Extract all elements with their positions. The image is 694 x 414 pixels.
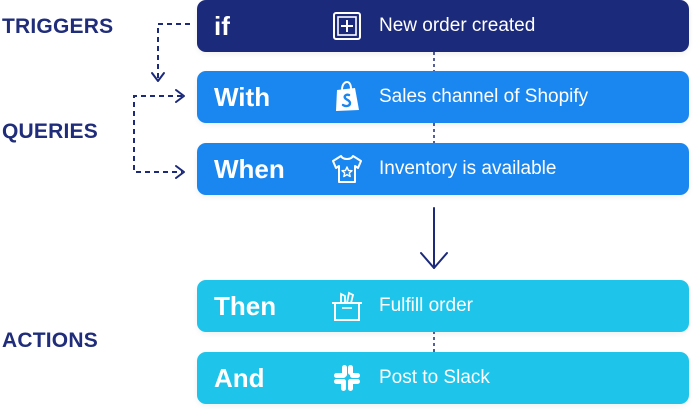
dashed-connector-triggers [157, 23, 190, 80]
query-block-when[interactable]: When Inventory is available [197, 143, 689, 195]
arrowhead-with [175, 89, 185, 103]
block-label-when: Inventory is available [379, 158, 557, 179]
dashed-connector-queries [133, 95, 182, 173]
category-triggers: TRIGGERS [2, 15, 114, 38]
keyword-with: With [214, 81, 271, 112]
category-actions: ACTIONS [2, 329, 98, 352]
arrowhead-when [175, 165, 185, 179]
block-label-then: Fulfill order [379, 295, 473, 316]
keyword-when: When [214, 153, 285, 184]
trigger-block-if[interactable]: if New order created [197, 0, 689, 52]
category-queries: QUERIES [2, 120, 98, 143]
block-label-and: Post to Slack [379, 367, 490, 388]
keyword-and: And [214, 362, 265, 393]
block-label-if: New order created [379, 15, 536, 36]
keyword-then: Then [214, 290, 277, 321]
arrowhead-triggers [151, 72, 165, 82]
box-icon [330, 289, 364, 323]
slack-icon [330, 361, 364, 395]
shopify-bag-icon [330, 80, 364, 114]
block-label-with: Sales channel of Shopify [379, 86, 589, 107]
plus-box-icon [330, 9, 364, 43]
tshirt-icon [330, 152, 364, 186]
query-block-with[interactable]: With Sales channel of Shopify [197, 71, 689, 123]
keyword-if: if [214, 10, 230, 41]
action-block-and[interactable]: And Post to Slack [197, 352, 689, 404]
down-arrow-head [420, 252, 448, 269]
action-block-then[interactable]: Then Fulfill order [197, 280, 689, 332]
